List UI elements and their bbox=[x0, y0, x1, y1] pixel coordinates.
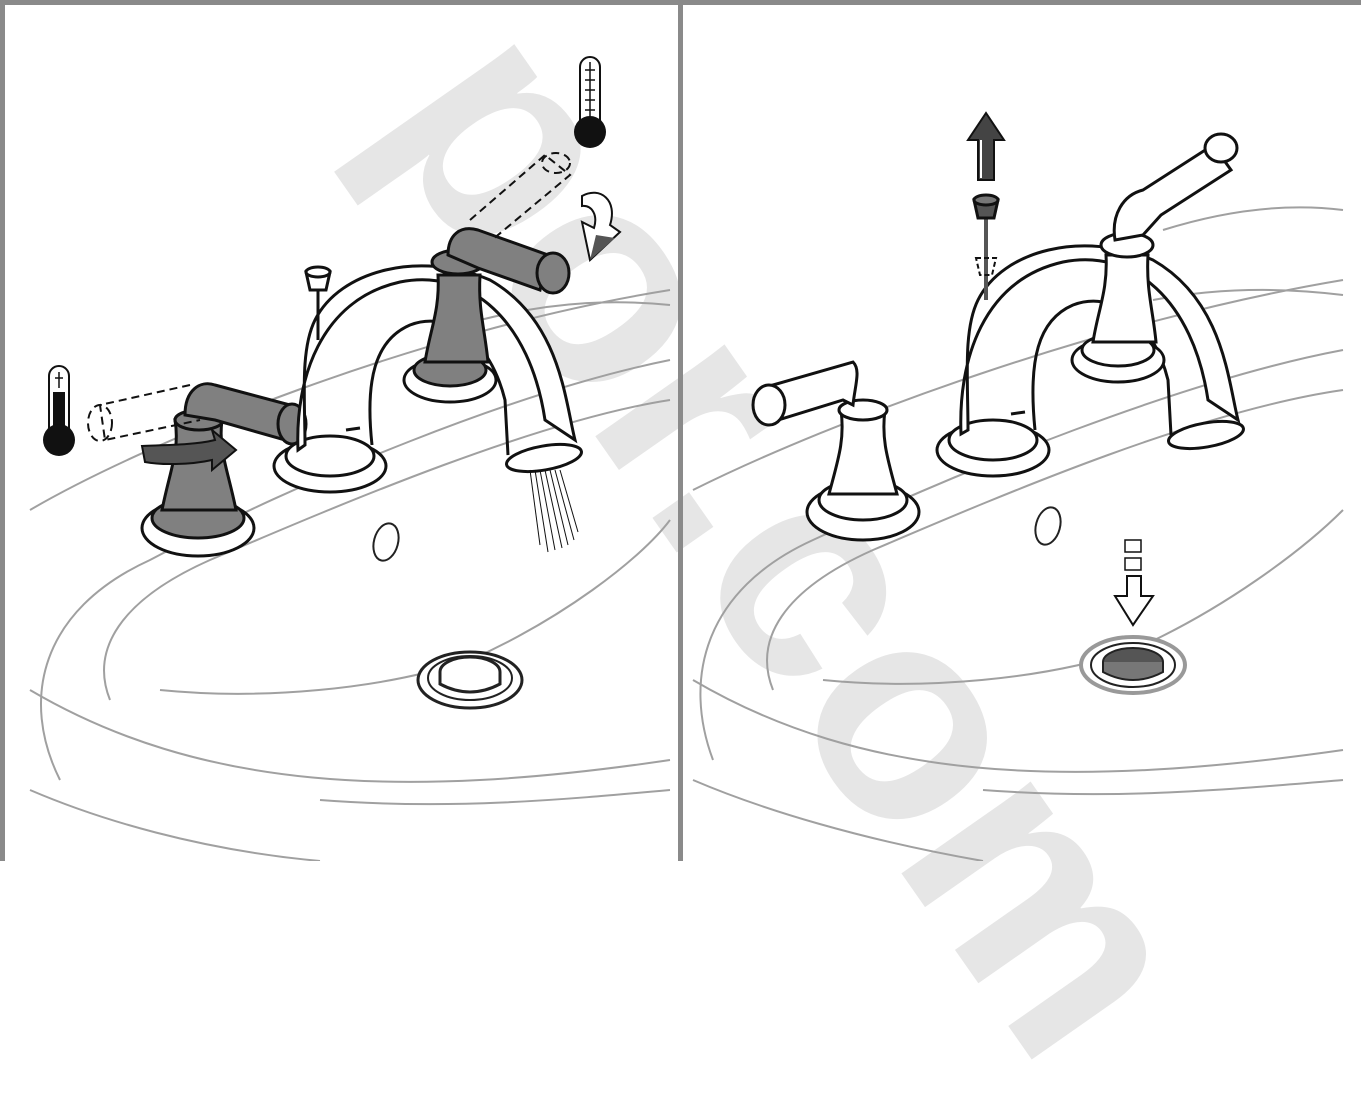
up-arrow-icon bbox=[968, 113, 1004, 180]
drain-stopper bbox=[418, 652, 522, 708]
sink-basin-outline bbox=[693, 207, 1343, 861]
rotate-arrow-icon bbox=[582, 193, 620, 260]
thermometer-hot-icon bbox=[574, 57, 606, 148]
water-stream bbox=[530, 470, 578, 552]
panel-left-illustration bbox=[0, 0, 680, 861]
panel-left bbox=[0, 0, 680, 861]
overflow-hole bbox=[1031, 505, 1064, 548]
down-arrow-icon bbox=[1115, 540, 1153, 625]
panel-right bbox=[683, 0, 1361, 861]
drain-stopper-closed bbox=[1081, 637, 1185, 693]
sink-basin-outline bbox=[30, 290, 670, 861]
thermometer-cold-icon bbox=[43, 366, 75, 456]
overflow-hole bbox=[369, 521, 402, 564]
panel-right-illustration bbox=[683, 0, 1361, 861]
